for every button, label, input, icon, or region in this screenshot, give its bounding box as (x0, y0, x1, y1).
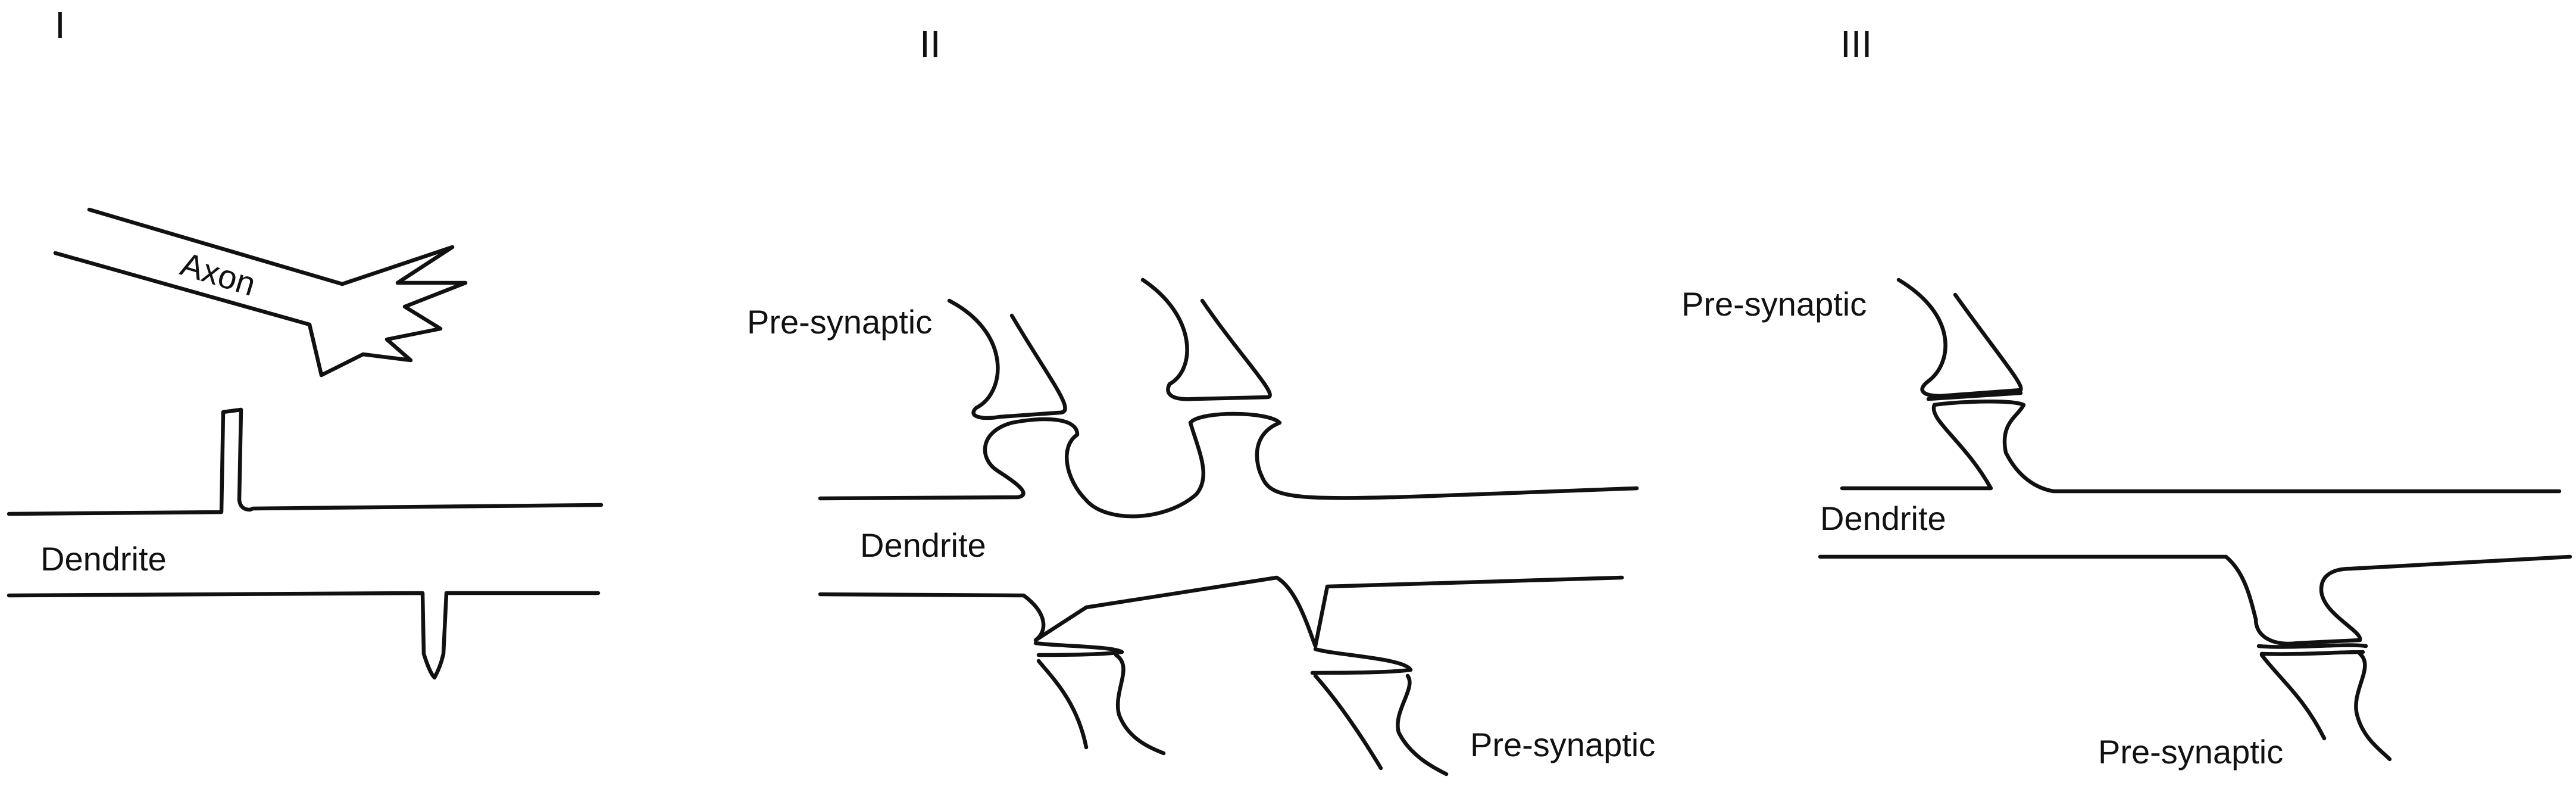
dendrite-upper-edge (1840, 400, 2562, 494)
dendrite-upper-edge (7, 407, 604, 516)
presynaptic-bottom-label: Pre-synaptic (2098, 733, 2283, 771)
presynaptic-terminal-top (1896, 277, 2023, 398)
spine-neck-bottom-1 (1033, 641, 1124, 657)
panel-1: I Axon Dendrite (7, 4, 604, 680)
axon-growth-cone (307, 245, 468, 378)
presynaptic-top-label: Pre-synaptic (1681, 285, 1867, 323)
axon-label: Axon (176, 245, 260, 303)
dendrite-label: Dendrite (40, 540, 167, 578)
axon-lower-edge (53, 251, 312, 327)
panel-2-numeral: II (920, 23, 941, 66)
dendrite-lower-edge (1818, 554, 2572, 646)
presynaptic-terminal-top-1 (947, 298, 1067, 420)
dendrite-label: Dendrite (1820, 500, 1946, 537)
presynaptic-top-label: Pre-synaptic (747, 303, 932, 341)
presynaptic-terminal-bottom-1 (1036, 653, 1166, 756)
dendrite-lower-edge (7, 591, 601, 680)
presynaptic-terminal-top-2 (1140, 277, 1272, 401)
axon-upper-edge (87, 207, 345, 286)
dendrite-lower-edge (818, 575, 1624, 648)
synaptic-cleft-top (1926, 391, 2023, 401)
presynaptic-terminal-bottom (2259, 651, 2392, 762)
panel-3-numeral: III (1840, 23, 1872, 66)
presynaptic-terminal-bottom-2 (1313, 673, 1449, 776)
dendrite-upper-edge (818, 411, 1639, 519)
panel-2: II Pre-synaptic Dendrite Pre-synaptic (747, 23, 1655, 776)
spine-neck-bottom-2 (1310, 647, 1413, 675)
panel-1-numeral: I (55, 4, 65, 46)
presynaptic-bottom-label: Pre-synaptic (1470, 726, 1655, 763)
synaptic-cleft-bottom (2256, 643, 2368, 656)
panel-3: III Pre-synaptic Dendrite Pre-synaptic (1681, 23, 2572, 771)
dendrite-label: Dendrite (860, 526, 986, 564)
